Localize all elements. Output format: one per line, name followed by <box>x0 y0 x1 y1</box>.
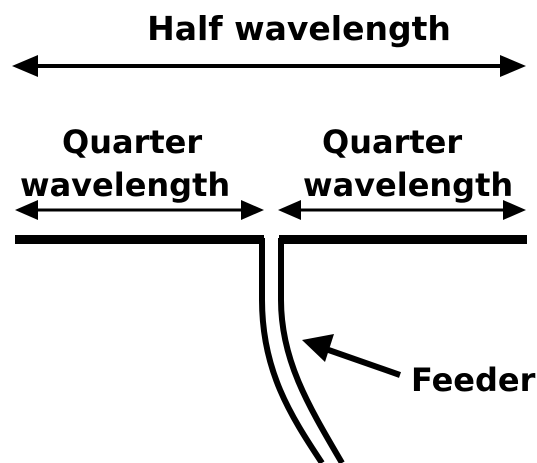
left-dipole-element <box>15 235 264 244</box>
feeder-pointer-arrow <box>302 334 401 378</box>
right-dipole-element <box>279 235 527 244</box>
quarter-left-arrow <box>15 200 264 220</box>
quarter-right-label-line2: wavelength <box>303 166 513 204</box>
quarter-right-label-line1: Quarter <box>322 123 462 161</box>
half-wavelength-arrow <box>12 55 526 77</box>
feeder-line <box>259 238 345 463</box>
quarter-left-label-line2: wavelength <box>20 166 230 204</box>
quarter-left-label-line1: Quarter <box>62 123 202 161</box>
feeder-label: Feeder <box>411 361 536 399</box>
quarter-right-arrow <box>278 200 526 220</box>
half-wavelength-label: Half wavelength <box>147 9 451 48</box>
